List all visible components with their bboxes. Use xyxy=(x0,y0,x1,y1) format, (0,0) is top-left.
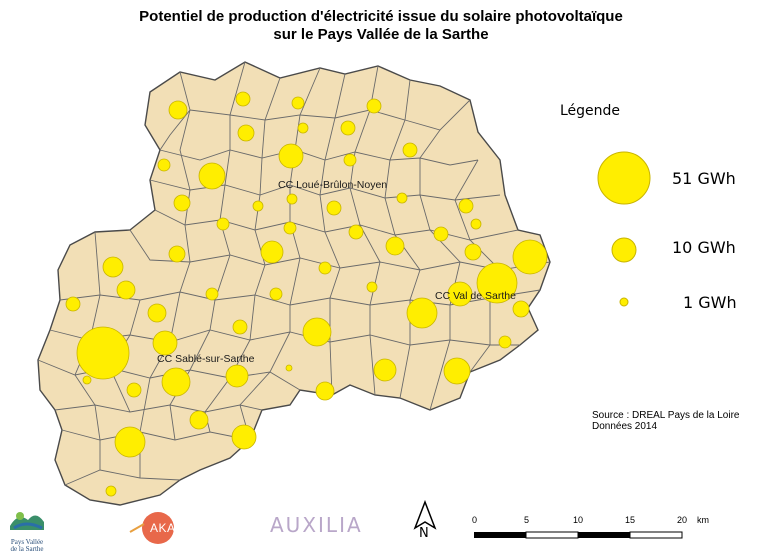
production-bubble xyxy=(231,424,257,450)
production-bubble xyxy=(235,91,251,107)
production-bubble xyxy=(126,382,142,398)
map-title-line1: Potentiel de production d'électricité is… xyxy=(139,8,623,25)
production-bubble xyxy=(114,426,146,458)
production-bubble xyxy=(116,280,136,300)
label-cc-sable: CC Sablé-sur-Sarthe xyxy=(157,353,255,365)
label-cc-loue: CC Loué-Brûlon-Noyen xyxy=(278,179,387,191)
legend-title: Légende xyxy=(560,103,621,119)
production-bubble xyxy=(76,326,130,380)
production-bubble xyxy=(65,296,81,312)
production-bubble xyxy=(260,240,284,264)
label-cc-val: CC Val de Sarthe xyxy=(435,290,516,302)
production-bubble xyxy=(168,100,188,120)
legend-bubble-large xyxy=(597,151,651,205)
production-bubble xyxy=(366,281,378,293)
production-bubble xyxy=(252,200,264,212)
territory-outline xyxy=(37,61,551,506)
production-bubble xyxy=(396,192,408,204)
production-bubble xyxy=(443,357,471,385)
production-bubble xyxy=(447,281,473,307)
map-area: CC Loué-Brûlon-Noyen CC Val de Sarthe CC… xyxy=(37,61,551,506)
scale-tick-10: 10 xyxy=(573,515,584,525)
production-bubble xyxy=(105,485,117,497)
north-arrow: N xyxy=(413,499,437,545)
legend-bubble-small xyxy=(619,297,629,307)
akajoule-logo: AKAJOULE xyxy=(122,510,232,551)
pays-vallee-line1: Pays Vallée xyxy=(10,538,44,546)
production-bubble xyxy=(225,364,249,388)
production-bubble xyxy=(366,98,382,114)
production-bubble xyxy=(205,287,219,301)
production-bubble xyxy=(315,381,335,401)
legend-bubble-medium xyxy=(611,237,637,263)
legend-label-small: 1 GWh xyxy=(683,293,737,312)
scale-bar xyxy=(474,531,683,539)
production-bubble xyxy=(82,375,92,385)
source-line1: Source : DREAL Pays de la Loire xyxy=(592,410,740,421)
scale-unit: km xyxy=(697,515,709,525)
akajoule-name: AKAJOULE xyxy=(150,521,217,535)
production-bubble xyxy=(278,143,304,169)
production-bubble xyxy=(476,262,518,304)
production-bubble xyxy=(318,261,332,275)
production-bubble xyxy=(157,158,171,172)
production-bubble xyxy=(512,300,530,318)
production-bubble xyxy=(470,218,482,230)
production-bubble xyxy=(512,239,548,275)
production-bubble xyxy=(283,221,297,235)
production-bubble xyxy=(269,287,283,301)
production-bubble xyxy=(152,330,178,356)
production-bubble xyxy=(189,410,209,430)
production-bubble xyxy=(458,198,474,214)
production-bubble xyxy=(402,142,418,158)
production-bubble xyxy=(302,317,332,347)
scale-tick-0: 0 xyxy=(472,515,478,525)
pays-vallee-emblem-icon xyxy=(10,512,44,530)
production-bubble xyxy=(102,256,124,278)
production-bubble xyxy=(498,335,512,349)
auxilia-logo: AUXILIA xyxy=(270,513,363,537)
akajoule-emblem-icon xyxy=(129,512,174,544)
production-bubble xyxy=(348,224,364,240)
production-bubble xyxy=(373,358,397,382)
scale-tick-5: 5 xyxy=(524,515,530,525)
production-bubble xyxy=(286,193,298,205)
production-bubble xyxy=(232,319,248,335)
production-bubble xyxy=(433,226,449,242)
production-bubble xyxy=(406,297,438,329)
production-bubble xyxy=(237,124,255,142)
scale-tick-15: 15 xyxy=(625,515,636,525)
production-bubble xyxy=(326,200,342,216)
pays-vallee-line2: de la Sarthe xyxy=(10,545,44,553)
production-bubble xyxy=(198,162,226,190)
pays-vallee-logo: Pays Vallée de la Sarthe xyxy=(6,506,48,553)
north-label: N xyxy=(419,526,429,541)
legend-label-large: 51 GWh xyxy=(672,169,736,188)
production-bubble xyxy=(216,217,230,231)
source-line2: Données 2014 xyxy=(592,421,658,432)
production-bubble xyxy=(168,245,186,263)
production-bubbles xyxy=(65,91,548,497)
production-bubble xyxy=(385,236,405,256)
production-bubble xyxy=(343,153,357,167)
legend-label-medium: 10 GWh xyxy=(672,238,736,257)
production-bubble xyxy=(464,243,482,261)
production-bubble xyxy=(285,364,293,372)
scale-tick-20: 20 xyxy=(677,515,688,525)
north-arrow-icon xyxy=(413,499,437,530)
map-title: Potentiel de production d'électricité is… xyxy=(0,8,762,44)
auxilia-name: AUXILIA xyxy=(270,513,363,537)
production-bubble xyxy=(161,367,191,397)
production-bubble xyxy=(340,120,356,136)
production-bubble xyxy=(291,96,305,110)
production-bubble xyxy=(297,122,309,134)
production-bubble xyxy=(173,194,191,212)
map-title-line2: sur le Pays Vallée de la Sarthe xyxy=(273,26,489,43)
production-bubble xyxy=(147,303,167,323)
source-note: Source : DREAL Pays de la Loire Données … xyxy=(592,410,739,432)
